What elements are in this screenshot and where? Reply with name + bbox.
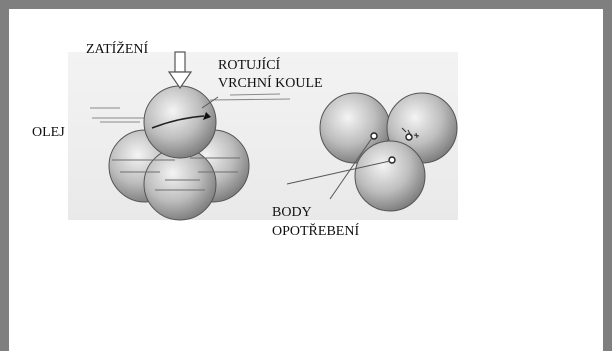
load-arrow-icon	[167, 51, 193, 90]
rotation-arrow	[151, 115, 205, 129]
wear-points-label-line1: BODY	[272, 205, 312, 220]
wear-points-label-line2: OPOTŘEBENÍ	[272, 222, 359, 239]
ball-bottom	[354, 140, 426, 212]
rotating-ball-label-line2: VRCHNÍ KOULE	[218, 74, 323, 91]
rotating-ball-label-line1: ROTUJÍCÍ	[218, 56, 281, 73]
wear-point-pointers	[286, 137, 391, 200]
oil-surface-lines	[90, 93, 291, 123]
wear-debris-marks	[401, 127, 420, 139]
load-label: ZATÍŽENÍ	[86, 40, 149, 57]
oil-lines-on-balls	[112, 157, 240, 191]
four-ball-stack	[108, 85, 250, 221]
oil-label: OLEJ	[32, 125, 65, 140]
top-rotating-ball	[143, 85, 217, 159]
rotation-arrowhead	[203, 112, 211, 120]
bottom-front-ball	[143, 147, 217, 221]
rotating-ball-pointer	[201, 96, 219, 109]
three-ball-view	[319, 92, 458, 212]
